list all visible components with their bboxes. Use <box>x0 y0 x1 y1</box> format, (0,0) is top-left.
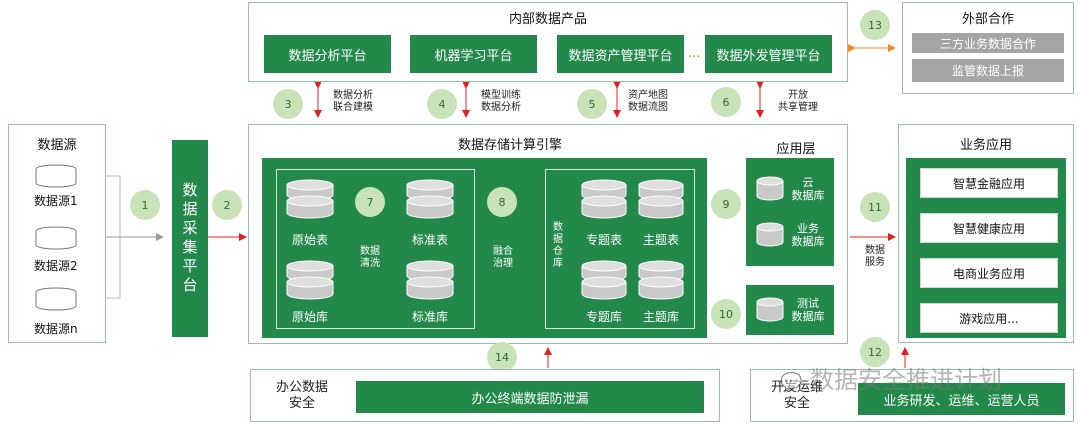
test-db-icon <box>756 297 784 322</box>
datasource-n-label: 数据源n <box>34 322 78 336</box>
raw-lib-db-icon <box>286 260 334 300</box>
database-icon <box>35 287 77 311</box>
step-13-badge: 13 <box>860 10 890 40</box>
internal-products-title: 内部数据产品 <box>508 12 587 27</box>
app-layer-title: 应用层 <box>776 142 816 157</box>
office-security-title: 办公数据 安全 <box>275 380 328 411</box>
std-lib-db-icon <box>406 260 454 300</box>
raw-lib-label: 原始库 <box>291 310 328 324</box>
test-db-label: 测试 数据库 <box>791 297 825 323</box>
step-3-badge: 3 <box>273 89 303 119</box>
external-item-thirdparty[interactable]: 三方业务数据合作 <box>912 33 1064 53</box>
subject-lib-label: 主题库 <box>642 310 679 324</box>
collection-platform-label: 数据采集平台 <box>180 181 199 296</box>
raw-std-frame <box>276 169 475 329</box>
office-dlp-item[interactable]: 办公终端数据防泄漏 <box>356 381 704 413</box>
annotation-3: 数据分析 联合建模 <box>333 90 373 113</box>
step-14-badge: 14 <box>487 342 517 372</box>
business-app-games[interactable]: 游戏应用... <box>920 303 1058 333</box>
step-9-badge: 9 <box>711 189 741 219</box>
watermark-text: 数据安全推进计划 <box>810 366 1003 394</box>
cloud-db-label: 云 数据库 <box>791 176 825 202</box>
step-7-badge: 7 <box>355 187 385 217</box>
subject-lib-db-icon <box>638 260 684 300</box>
raw-table-db-icon <box>286 179 334 219</box>
step-1-badge: 1 <box>130 190 160 220</box>
data-service-label: 数据 服务 <box>865 245 885 268</box>
step-2-badge: 2 <box>212 190 242 220</box>
step-5-badge: 5 <box>577 89 607 119</box>
annotation-6: 开放 共享管理 <box>778 90 818 113</box>
step-11-badge: 11 <box>860 192 890 222</box>
datasource-2-label: 数据源2 <box>34 259 78 273</box>
products-ellipsis: ... <box>688 46 701 61</box>
annotation-4: 模型训练 数据分析 <box>481 90 521 113</box>
topic-table-db-icon <box>581 179 627 219</box>
topic-lib-db-icon <box>581 260 627 300</box>
business-app-ecommerce[interactable]: 电商业务应用 <box>920 258 1058 288</box>
product-machine-learning[interactable]: 机器学习平台 <box>410 35 537 73</box>
wechat-icon: 💬 <box>780 372 803 393</box>
product-data-analysis[interactable]: 数据分析平台 <box>264 35 391 73</box>
product-data-export[interactable]: 数据外发管理平台 <box>705 35 832 73</box>
subject-table-label: 主题表 <box>642 233 679 247</box>
biz-db-icon <box>756 222 784 247</box>
warehouse-label: 数据仓库 <box>553 222 563 269</box>
step-8-badge: 8 <box>487 187 517 217</box>
engine-green-area <box>262 158 707 338</box>
collection-platform[interactable]: 数据采集平台 <box>172 140 208 337</box>
annotation-5: 资产地图 数据流图 <box>628 90 668 113</box>
app-layer-green-box <box>746 158 834 266</box>
watermark: 💬 数据安全推进计划 <box>780 360 1002 395</box>
product-asset-management[interactable]: 数据资产管理平台 <box>557 35 684 73</box>
cloud-db-icon <box>756 176 784 201</box>
datasource-title: 数据源 <box>37 138 77 153</box>
topic-lib-label: 专题库 <box>585 310 622 324</box>
warehouse-frame <box>545 169 695 329</box>
step-12-badge: 12 <box>860 337 890 367</box>
std-table-label: 标准表 <box>411 233 448 247</box>
biz-db-label: 业务 数据库 <box>791 222 825 248</box>
std-table-db-icon <box>406 179 454 219</box>
external-title: 外部合作 <box>961 12 1014 27</box>
subject-table-db-icon <box>638 179 684 219</box>
business-title: 业务应用 <box>959 138 1012 153</box>
step-10-badge: 10 <box>711 299 741 329</box>
datasource-1-label: 数据源1 <box>34 194 78 208</box>
fusion-label: 融合 治理 <box>493 246 513 269</box>
topic-table-label: 专题表 <box>585 233 622 247</box>
devops-personnel-item[interactable]: 业务研发、运维、运营人员 <box>858 383 1065 415</box>
business-app-health[interactable]: 智慧健康应用 <box>920 213 1058 243</box>
database-icon <box>35 226 77 250</box>
step-6-badge: 6 <box>711 87 741 117</box>
devops-security-title: 开发运维 安全 <box>770 380 823 411</box>
business-app-finance[interactable]: 智慧金融应用 <box>920 168 1058 198</box>
clean-label: 数据 清洗 <box>360 246 380 269</box>
engine-title: 数据存储计算引擎 <box>457 138 562 153</box>
std-lib-label: 标准库 <box>411 310 448 324</box>
step-4-badge: 4 <box>427 89 457 119</box>
raw-table-label: 原始表 <box>291 233 328 247</box>
database-icon <box>35 164 77 188</box>
external-item-regulatory[interactable]: 监管数据上报 <box>912 59 1064 82</box>
